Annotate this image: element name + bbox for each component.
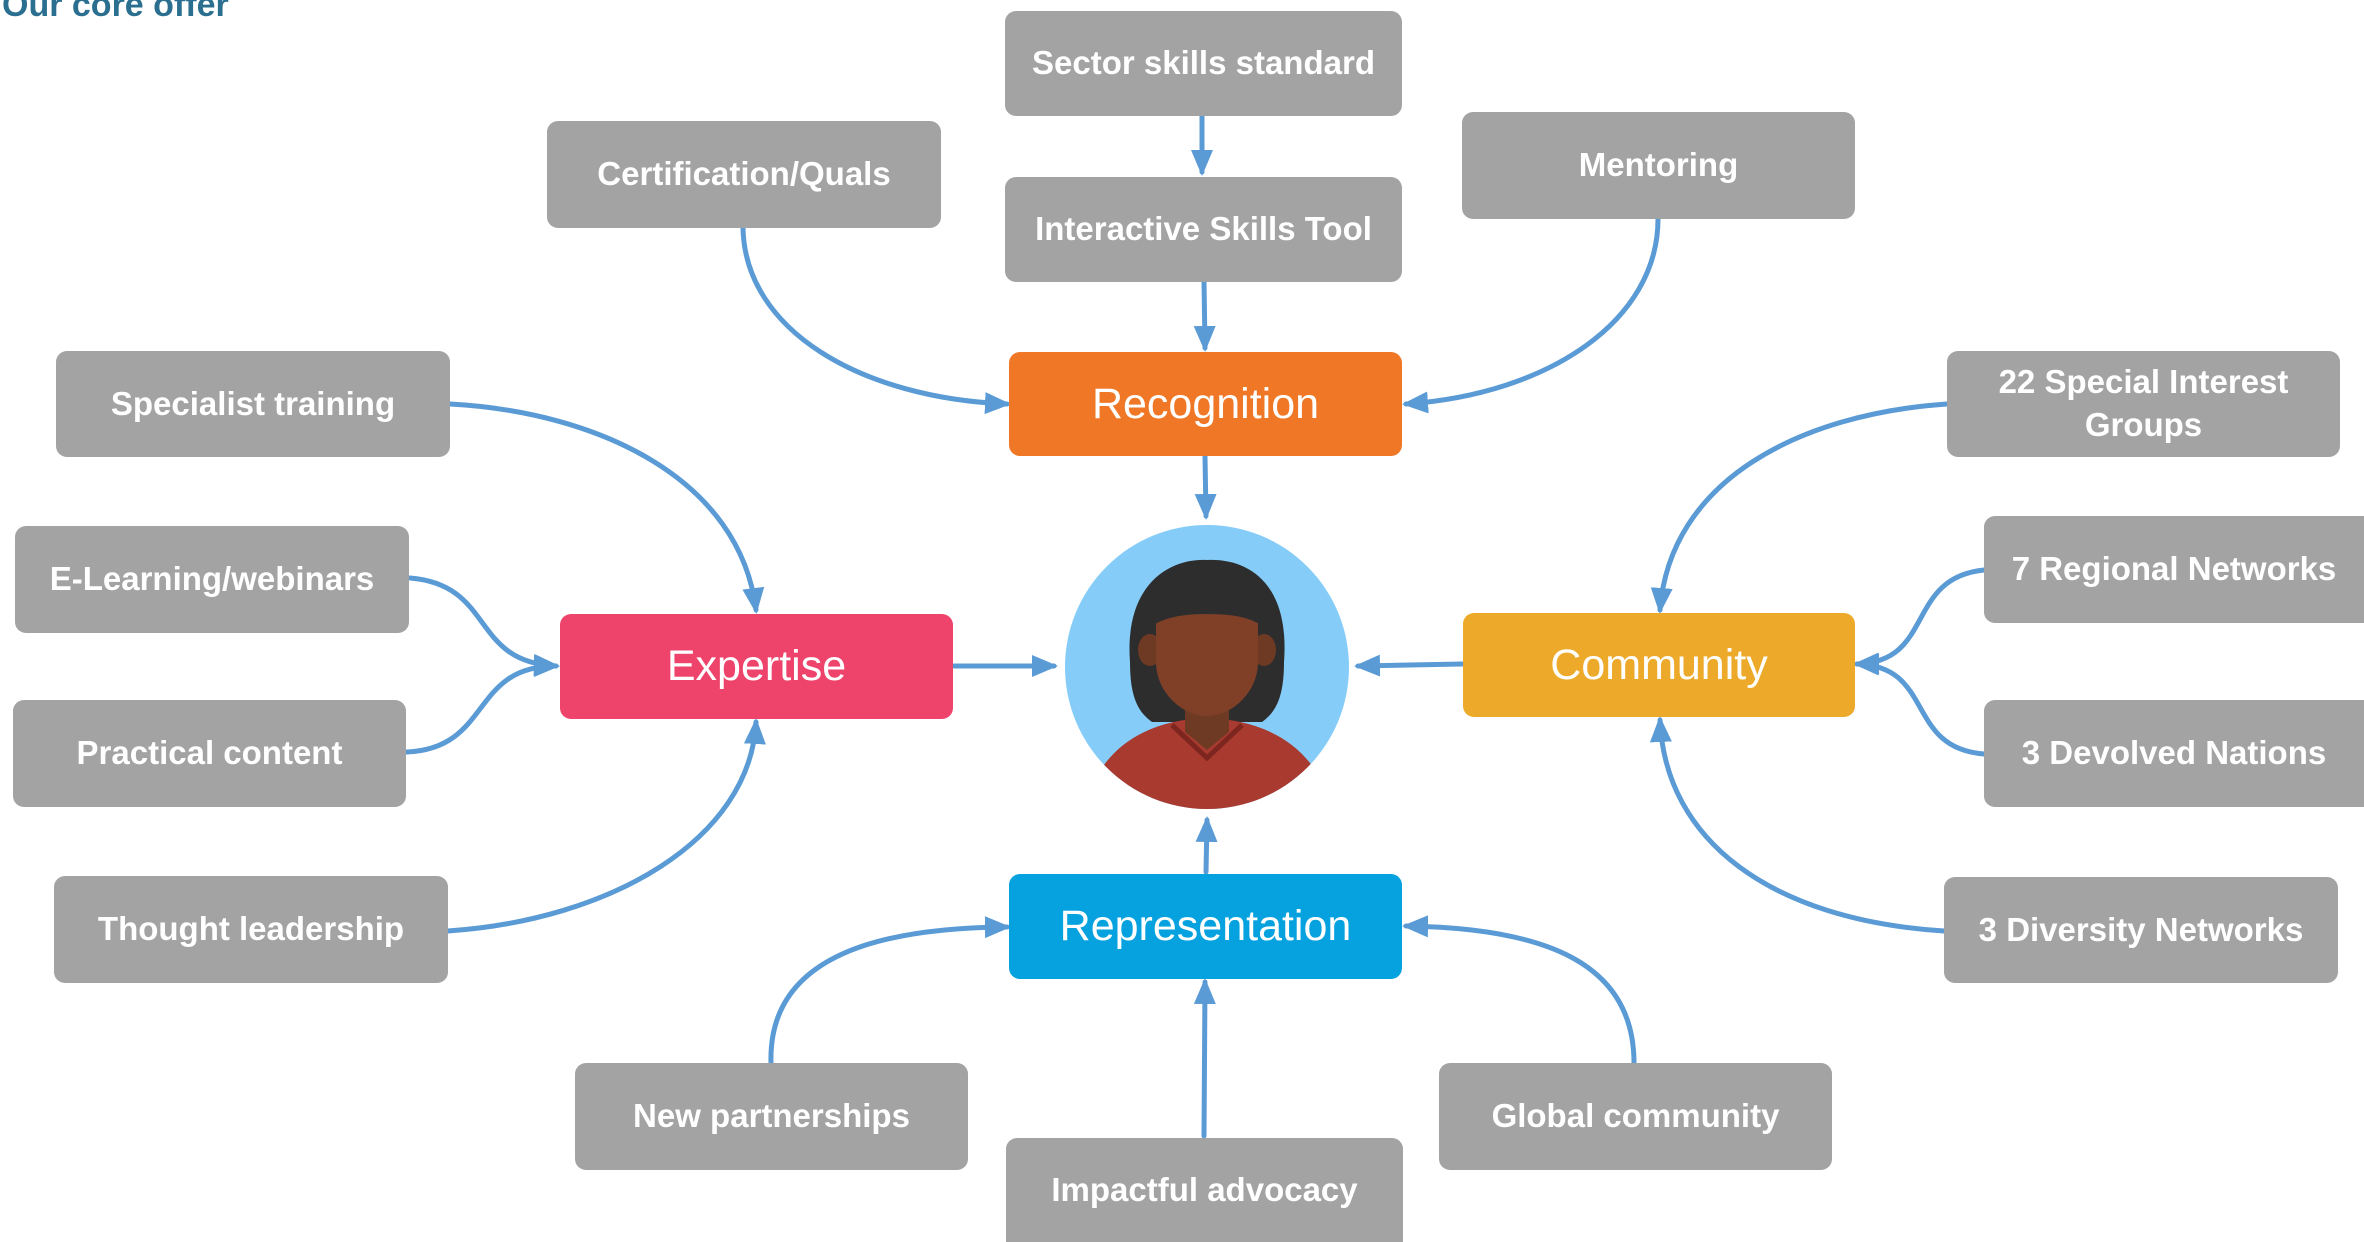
hub-recognition-label: Recognition bbox=[1091, 379, 1320, 428]
connector-diversity-to-community bbox=[1649, 716, 1947, 934]
connector-mentoring-to-recognition bbox=[1402, 216, 1661, 414]
leaf-thought-leadership-label: Thought leadership bbox=[97, 910, 405, 948]
hub-community-label: Community bbox=[1550, 640, 1768, 689]
hub-expertise: Expertise bbox=[560, 614, 953, 719]
connector-regional-to-community bbox=[1853, 567, 1987, 675]
leaf-specialist-training-label: Specialist training bbox=[110, 384, 396, 422]
leaf-practical-content-label: Practical content bbox=[76, 734, 343, 772]
leaf-new-partnerships: New partnerships bbox=[575, 1063, 968, 1170]
page-title: Our core offer bbox=[2, 0, 229, 24]
leaf-impactful-advocacy-label: Impactful advocacy bbox=[1051, 1170, 1358, 1208]
leaf-regional-networks-label: 7 Regional Networks bbox=[2011, 550, 2337, 588]
hub-community: Community bbox=[1463, 613, 1855, 717]
leaf-specialist-training: Specialist training bbox=[56, 351, 450, 457]
leaf-sector-skills-standard-label: Sector skills standard bbox=[1032, 44, 1375, 82]
hub-representation: Representation bbox=[1009, 874, 1402, 979]
leaf-thought-leadership: Thought leadership bbox=[54, 876, 448, 983]
leaf-sector-skills-standard: Sector skills standard bbox=[1005, 11, 1402, 116]
leaf-e-learning-webinars: E-Learning/webinars bbox=[15, 526, 409, 633]
leaf-devolved-nations-label: 3 Devolved Nations bbox=[2021, 734, 2327, 772]
hub-representation-label: Representation bbox=[1059, 902, 1352, 950]
leaf-global-community-label: Global community bbox=[1491, 1097, 1780, 1135]
leaf-devolved-nations: 3 Devolved Nations bbox=[1984, 700, 2364, 807]
connector-devolved-to-community bbox=[1853, 653, 1987, 757]
leaf-regional-networks: 7 Regional Networks bbox=[1984, 516, 2364, 623]
leaf-mentoring-label: Mentoring bbox=[1578, 146, 1739, 184]
connector-community-to-avatar bbox=[1354, 654, 1465, 677]
leaf-diversity-networks: 3 Diversity Networks bbox=[1944, 877, 2338, 983]
leaf-special-interest-groups-label: 22 Special Interest Groups bbox=[1998, 363, 2289, 443]
hub-expertise-label: Expertise bbox=[666, 642, 847, 690]
connector-certification-to-recognition bbox=[740, 225, 1011, 415]
leaf-global-community: Global community bbox=[1439, 1063, 1832, 1170]
leaf-diversity-networks-label: 3 Diversity Networks bbox=[1978, 910, 2304, 948]
person-avatar-icon bbox=[1062, 522, 1352, 812]
connector-representation-to-avatar bbox=[1195, 816, 1218, 875]
connector-practical-to-expertise bbox=[404, 655, 560, 755]
connector-recognition-to-avatar bbox=[1194, 453, 1217, 520]
connector-interactive-to-recognition bbox=[1193, 278, 1216, 352]
connector-partnerships-to-representation bbox=[768, 916, 1011, 1066]
leaf-mentoring: Mentoring bbox=[1462, 112, 1855, 219]
leaf-e-learning-webinars-label: E-Learning/webinars bbox=[49, 560, 375, 598]
connector-global-to-representation bbox=[1402, 915, 1637, 1066]
leaf-impactful-advocacy: Impactful advocacy bbox=[1006, 1138, 1403, 1242]
leaf-new-partnerships-label: New partnerships bbox=[633, 1097, 910, 1135]
leaf-interactive-skills-tool-label: Interactive Skills Tool bbox=[1035, 210, 1372, 248]
hub-recognition: Recognition bbox=[1009, 352, 1402, 456]
connector-specialist-to-expertise bbox=[447, 401, 765, 614]
leaf-special-interest-groups: 22 Special Interest Groups bbox=[1947, 351, 2340, 457]
connector-advocacy-to-representation bbox=[1193, 978, 1216, 1139]
leaf-interactive-skills-tool: Interactive Skills Tool bbox=[1005, 177, 1402, 282]
leaf-certification-quals: Certification/Quals bbox=[547, 121, 941, 228]
leaf-practical-content: Practical content bbox=[13, 700, 406, 807]
connector-sig-to-community bbox=[1650, 401, 1950, 614]
connector-thought-to-expertise bbox=[445, 718, 766, 934]
connector-elearning-to-expertise bbox=[407, 575, 560, 676]
leaf-certification-quals-label: Certification/Quals bbox=[597, 155, 891, 193]
